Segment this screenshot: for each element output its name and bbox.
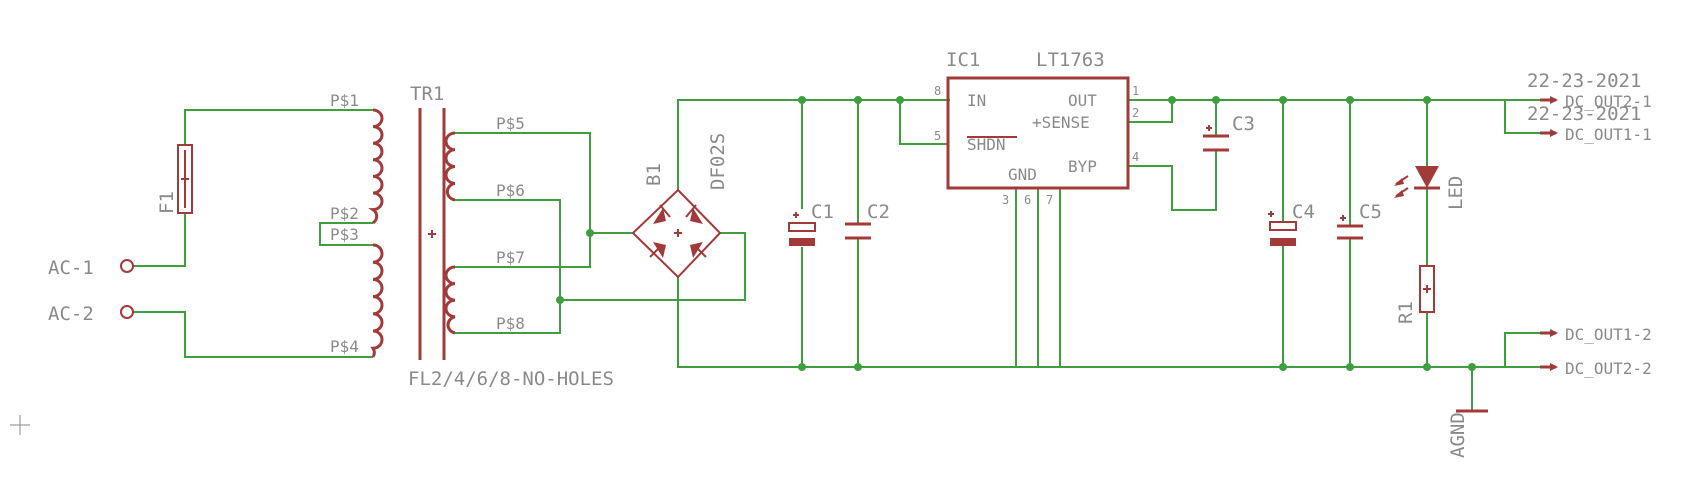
capacitor-c1: C1	[788, 201, 834, 246]
ic-ref: IC1	[946, 49, 980, 71]
c2-label: C2	[867, 201, 890, 223]
capacitor-c3: C3	[1203, 113, 1255, 152]
c5-label: C5	[1359, 201, 1382, 223]
ic-pin-in: IN	[967, 91, 986, 110]
agnd-label: AGND	[1447, 412, 1469, 458]
c4-label: C4	[1292, 201, 1315, 223]
bridge-value: DF02S	[707, 133, 729, 190]
connector-value-a: 22-23-2021	[1527, 70, 1641, 92]
c1-label: C1	[811, 201, 834, 223]
pin-dc-out1-1: DC_OUT1-1	[1565, 125, 1652, 144]
ic-pin-out: OUT	[1068, 91, 1097, 110]
capacitor-c5: C5	[1337, 201, 1382, 240]
ic-value: LT1763	[1036, 49, 1105, 71]
ic-pinnum-shdn: 5	[934, 129, 941, 143]
ic-pinnum-in: 8	[934, 84, 941, 98]
pin-p8: P$8	[496, 314, 525, 333]
ic-pinnum-byp: 4	[1132, 150, 1139, 164]
pin-p3: P$3	[330, 225, 359, 244]
origin-cross-icon	[10, 415, 30, 435]
agnd-symbol: AGND	[1447, 409, 1488, 458]
c3-label: C3	[1232, 113, 1255, 135]
ic-pinnum-gnd-c: 7	[1046, 193, 1053, 207]
fuse-f1: F1	[156, 144, 193, 214]
regulator-ic1: IC1 LT1763 IN SHDN GND OUT +SENSE BYP 8 …	[934, 49, 1139, 207]
led-ref: LED	[1445, 176, 1467, 210]
pin-p7: P$7	[496, 248, 525, 267]
ic-pinnum-sense: 2	[1132, 106, 1139, 120]
ac-input-terminals: AC-1 AC-2	[48, 257, 134, 325]
led: LED	[1394, 166, 1467, 210]
capacitor-c2: C2	[845, 201, 890, 240]
pin-dc-out1-2: DC_OUT1-2	[1565, 325, 1652, 344]
transformer-package: FL2/4/6/8-NO-HOLES	[408, 368, 614, 390]
bridge-rectifier-b1: B1 DF02S	[631, 133, 729, 279]
ic-pin-gnd: GND	[1008, 165, 1037, 184]
fuse-ref: F1	[156, 191, 178, 214]
connector-value-b: 22-23-2021	[1527, 103, 1641, 125]
junctions	[556, 96, 1476, 371]
pin-dc-out2-1: DC_OUT2-1	[1565, 92, 1652, 111]
transformer-tr1: TR1 FL2/4/6/8-NO-HOLES P$1 P$2 P$3 P$4 P…	[330, 83, 614, 390]
pin-p2: P$2	[330, 204, 359, 223]
ac-2-label: AC-2	[48, 303, 94, 325]
pin-p5: P$5	[496, 114, 525, 133]
wires	[133, 99, 1540, 410]
pin-p1: P$1	[330, 91, 359, 110]
resistor-ref: R1	[1395, 301, 1417, 324]
bridge-ref: B1	[643, 163, 665, 186]
pin-dc-out2-2: DC_OUT2-2	[1565, 359, 1652, 378]
ic-pin-sense: +SENSE	[1032, 113, 1090, 132]
capacitor-c4: C4	[1268, 201, 1315, 246]
ic-pinnum-out: 1	[1132, 84, 1139, 98]
resistor-r1: R1	[1395, 265, 1435, 324]
transformer-ref: TR1	[410, 83, 444, 105]
ic-pinnum-gnd-a: 3	[1002, 193, 1009, 207]
ac-1-label: AC-1	[48, 257, 94, 279]
pin-p6: P$6	[496, 181, 525, 200]
ic-pinnum-gnd-b: 6	[1024, 193, 1031, 207]
output-connectors: 22-23-2021 22-23-2021 DC_OUT2-1 DC_OUT1-…	[1527, 70, 1652, 378]
pin-p4: P$4	[330, 337, 359, 356]
ic-pin-byp: BYP	[1068, 157, 1097, 176]
ic-pin-shdn: SHDN	[967, 135, 1006, 154]
